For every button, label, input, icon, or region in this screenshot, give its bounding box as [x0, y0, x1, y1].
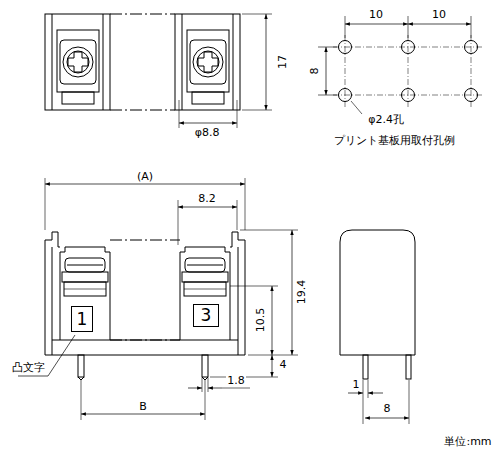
terminal-number-box: 3 [193, 304, 219, 327]
dimension-label: 10.5 [255, 307, 267, 334]
unit-note: 単位:mm [443, 436, 492, 448]
dimension-label: φ8.8 [194, 127, 221, 139]
terminal-number-box: 1 [71, 306, 93, 332]
dimension-label: 8 [309, 67, 321, 76]
dimension-label: 19.4 [296, 279, 308, 306]
dimension-label: プリント基板用取付孔例 [333, 135, 456, 147]
dimension-label: 4 [279, 359, 288, 371]
dimension-label: φ2.4孔 [367, 114, 405, 126]
front-view [18, 178, 298, 420]
dimension-label: 8.2 [197, 193, 217, 205]
side-view [340, 230, 415, 424]
dimension-label: 1.8 [226, 375, 246, 387]
top-view [45, 14, 272, 128]
terminal-number: 1 [77, 311, 88, 328]
dimension-label: 10 [368, 9, 384, 21]
dimension-label: B [138, 401, 148, 413]
terminal-number: 3 [201, 307, 212, 324]
callout-label: 凸文字 [11, 362, 46, 374]
dimension-label: (A) [136, 171, 154, 183]
pcb-hole-pattern [318, 16, 483, 114]
dimension-label: 17 [277, 54, 289, 70]
dimension-label: 8 [383, 403, 392, 415]
dimension-label: 1 [352, 379, 361, 391]
dimension-label: 10 [431, 9, 447, 21]
